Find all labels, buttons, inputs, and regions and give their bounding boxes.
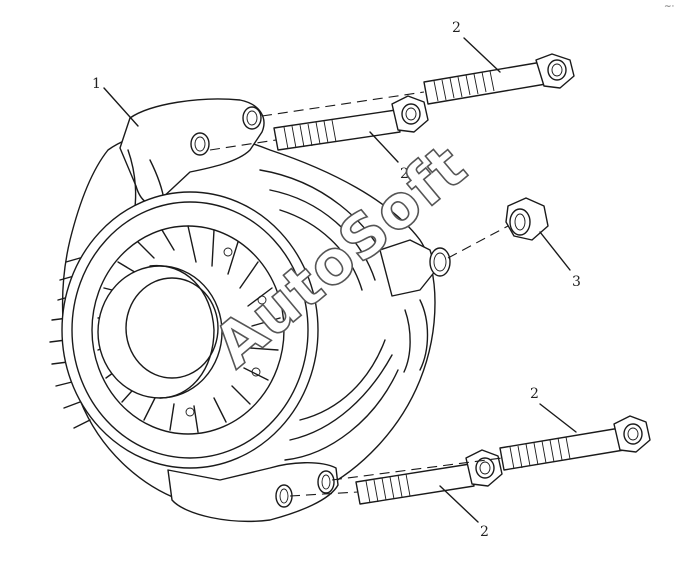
callout-2-upper-front: 2 [400,166,409,182]
callout-2-upper-rear: 2 [452,20,461,36]
bolt-upper-front [273,95,429,151]
lower-front-bolt-hole [275,484,293,508]
leader-2d [439,485,479,523]
callout-3: 3 [572,274,581,290]
bolt-lower-front [355,449,503,505]
bolt-lower-rear [499,415,651,471]
bolt-upper-rear [423,53,575,105]
alignment-line-lower-rear [331,457,503,481]
alignment-line-nut [447,225,509,259]
leader-1 [103,87,139,127]
alignment-line-upper-front [209,139,277,151]
leader-2b [369,131,399,163]
alignment-line-lower-front [289,491,359,497]
lower-rear-bolt-hole [317,470,335,494]
alignment-line-upper-rear [261,91,425,117]
leader-3 [539,231,571,271]
callout-2-lower-rear: 2 [530,386,539,402]
leader-2c [539,403,577,433]
callout-1: 1 [92,76,101,92]
upper-front-bolt-hole [190,132,210,156]
corner-mark: ~· [664,2,674,12]
leader-2a [463,37,501,73]
callout-2-lower-front: 2 [480,524,489,540]
upper-rear-bolt-hole [242,106,262,130]
alternator [49,98,451,522]
nut [505,197,549,241]
